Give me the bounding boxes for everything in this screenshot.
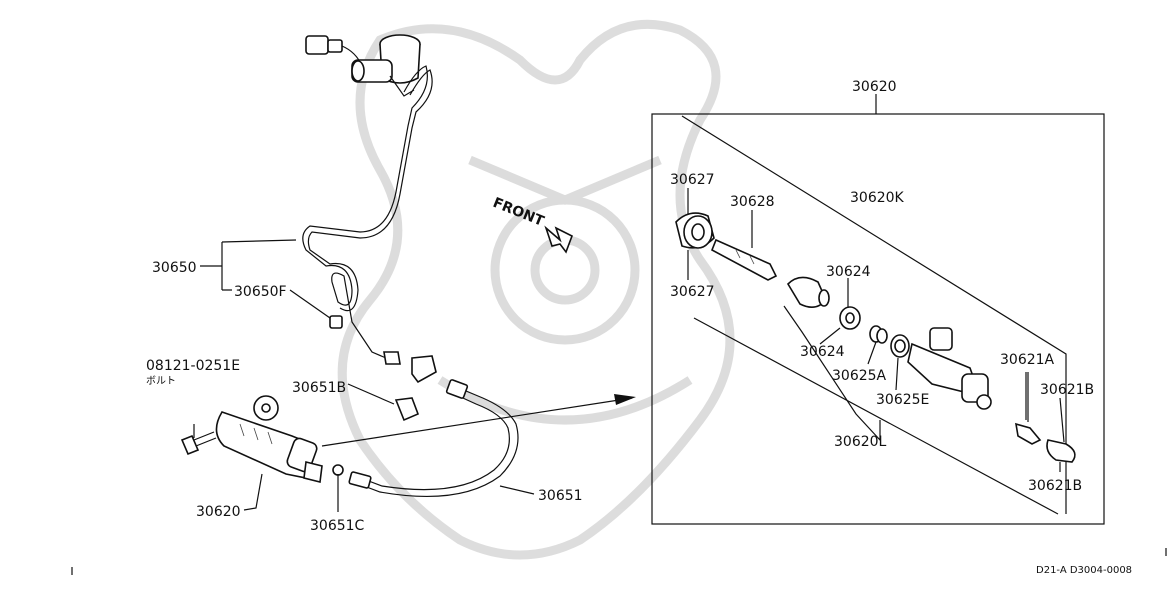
leader-30624-b xyxy=(819,327,841,345)
cylinder-body-30620L xyxy=(907,327,992,410)
watermark-logo xyxy=(337,19,735,560)
leader-30651 xyxy=(499,485,535,495)
leader-30621B-a xyxy=(1059,397,1065,443)
label-30650F: 30650F xyxy=(234,284,287,300)
label-30620K: 30620K xyxy=(850,190,905,206)
bracket-30650 xyxy=(200,239,331,319)
label-30650: 30650 xyxy=(152,260,197,276)
label-30651B: 30651B xyxy=(292,380,346,396)
spring-30625A xyxy=(869,325,888,344)
bleeder-screw-30621A xyxy=(1015,372,1042,445)
label-08121: 08121-0251E xyxy=(146,358,240,374)
bolt-08121 xyxy=(180,431,217,456)
master-cylinder-reservoir xyxy=(351,34,421,97)
front-arrow-icon xyxy=(544,225,574,254)
label-30621A: 30621A xyxy=(1000,352,1055,368)
label-30621B-b: 30621B xyxy=(1028,478,1082,494)
label-30627-bot: 30627 xyxy=(670,284,715,300)
label-30651C: 30651C xyxy=(310,518,365,534)
leader-30625E xyxy=(895,357,899,391)
label-30651: 30651 xyxy=(538,488,583,504)
label-30627-top: 30627 xyxy=(670,172,715,188)
label-30620-assembly: 30620 xyxy=(852,79,897,95)
label-30620-left: 30620 xyxy=(196,504,241,520)
hydraulic-pipe-30650 xyxy=(302,65,433,365)
label-30620L: 30620L xyxy=(834,434,887,450)
front-label: FRONT xyxy=(491,195,547,230)
leader-arrowhead xyxy=(614,394,636,405)
bracket-30620L xyxy=(783,305,881,442)
boot-30627 xyxy=(675,212,715,249)
label-30624-a: 30624 xyxy=(826,264,871,280)
label-30624-b: 30624 xyxy=(800,344,845,360)
bleeder-cap-30621B xyxy=(1046,439,1076,463)
push-rod-30628 xyxy=(710,238,778,281)
cup-30624 xyxy=(839,306,861,330)
leader-arrow-to-exploded xyxy=(321,397,633,447)
release-cylinder-30620 xyxy=(215,395,323,483)
label-08121-sub: ボルト xyxy=(146,375,176,387)
piston-30620K xyxy=(786,276,830,308)
pipe-clip-bracket xyxy=(394,355,437,422)
document-code: D21-A D3004-0008 xyxy=(1036,565,1132,576)
exploded-axis-guide xyxy=(681,115,1067,515)
exploded-view-frame xyxy=(651,113,1105,525)
label-30621B-a: 30621B xyxy=(1040,382,1094,398)
leader-30625A xyxy=(867,341,877,365)
leader-30620-left xyxy=(243,473,263,511)
label-30625A: 30625A xyxy=(832,368,887,384)
label-30625E: 30625E xyxy=(876,392,929,408)
leader-30651B xyxy=(347,383,395,405)
ring-30625E xyxy=(890,334,910,358)
label-30628: 30628 xyxy=(730,194,775,210)
clutch-hose-30651 xyxy=(332,379,519,498)
